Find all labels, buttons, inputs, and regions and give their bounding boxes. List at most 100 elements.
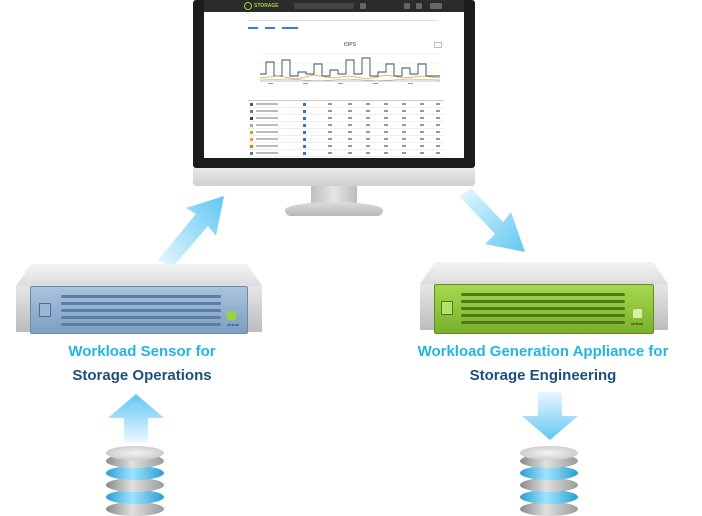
storage-database-icon-right xyxy=(520,446,578,516)
row-cell xyxy=(420,124,424,126)
row-cell xyxy=(384,152,388,154)
row-cell xyxy=(436,138,440,140)
metrics-table-row xyxy=(248,136,444,143)
chart-dropdown-icon xyxy=(434,42,442,48)
server-drive-bay-icon xyxy=(39,303,51,317)
row-cell xyxy=(402,131,406,133)
row-cell xyxy=(384,138,388,140)
row-color-swatch xyxy=(250,144,253,148)
metrics-table-row xyxy=(248,101,444,108)
row-cell xyxy=(402,110,406,112)
row-cell xyxy=(402,124,406,126)
row-color-swatch xyxy=(250,130,253,134)
row-name xyxy=(256,124,278,126)
workload-generation-appliance: virtual xyxy=(420,262,668,334)
server-rack-ear-right xyxy=(654,284,668,330)
row-cell xyxy=(366,152,370,154)
row-cell xyxy=(348,124,352,126)
row-cell xyxy=(384,117,388,119)
row-cell xyxy=(348,110,352,112)
server-brand: virtual xyxy=(631,321,644,326)
server-top-panel xyxy=(420,262,668,284)
row-cell xyxy=(366,145,370,147)
row-cell xyxy=(366,110,370,112)
row-cell xyxy=(436,152,440,154)
row-cell xyxy=(384,124,388,126)
row-cell xyxy=(348,131,352,133)
row-cell xyxy=(436,110,440,112)
row-cell xyxy=(436,103,440,105)
server-rack-ear-right xyxy=(248,286,262,332)
sensor-caption: Workload Sensor for Storage Operations xyxy=(20,340,264,388)
row-cell xyxy=(402,138,406,140)
row-cell xyxy=(420,145,424,147)
generator-caption-line2: Storage Engineering xyxy=(469,367,617,384)
row-name xyxy=(256,117,278,119)
app-menu-icon xyxy=(430,3,442,9)
metrics-table-row xyxy=(248,157,444,158)
row-color-swatch xyxy=(250,151,253,155)
app-tabs xyxy=(248,26,298,30)
chart-x-ticks xyxy=(268,83,413,84)
monitor-stand xyxy=(285,202,383,216)
row-cell xyxy=(420,152,424,154)
chart-series-gray xyxy=(259,78,441,82)
row-checkbox-icon xyxy=(303,123,306,127)
sensor-caption-line1: Workload Sensor for xyxy=(68,343,216,360)
performance-chart xyxy=(259,53,441,84)
row-name xyxy=(256,110,278,112)
row-checkbox-icon xyxy=(303,116,306,120)
row-color-swatch xyxy=(250,102,253,106)
row-cell xyxy=(328,152,332,154)
row-checkbox-icon xyxy=(303,151,306,155)
app-breadcrumb-bar xyxy=(248,14,438,21)
row-cell xyxy=(402,117,406,119)
storage-database-icon-left xyxy=(106,446,164,516)
row-color-swatch xyxy=(250,116,253,120)
monitor-screen: STORAGE IOPS xyxy=(204,0,464,158)
metrics-table-row xyxy=(248,122,444,129)
server-brand: virtual xyxy=(227,322,240,327)
server-front-panel: virtual xyxy=(434,284,654,334)
row-cell xyxy=(436,117,440,119)
app-help-icon xyxy=(416,3,422,9)
row-cell xyxy=(436,124,440,126)
row-color-swatch xyxy=(250,123,253,127)
monitor-illustration: STORAGE IOPS xyxy=(193,0,475,222)
app-search-icon xyxy=(360,3,366,9)
row-cell xyxy=(402,103,406,105)
server-top-panel xyxy=(16,264,262,286)
row-cell xyxy=(328,124,332,126)
arrow-down-right-icon xyxy=(459,188,525,252)
row-cell xyxy=(402,145,406,147)
generator-caption: Workload Generation Appliance for Storag… xyxy=(390,340,696,388)
row-cell xyxy=(348,138,352,140)
server-front-panel: virtual xyxy=(30,286,248,334)
app-user-icon xyxy=(404,3,410,9)
row-cell xyxy=(328,103,332,105)
row-cell xyxy=(328,145,332,147)
arrow-up-icon xyxy=(108,394,164,442)
row-cell xyxy=(436,145,440,147)
row-cell xyxy=(348,117,352,119)
row-cell xyxy=(366,124,370,126)
row-checkbox-icon xyxy=(303,102,306,106)
server-logo-icon xyxy=(227,311,236,320)
row-checkbox-icon xyxy=(303,130,306,134)
row-cell xyxy=(420,103,424,105)
row-cell xyxy=(384,145,388,147)
app-logo-text: STORAGE xyxy=(254,3,279,9)
app-logo-icon xyxy=(244,2,252,10)
row-name xyxy=(256,103,278,105)
row-cell xyxy=(348,152,352,154)
row-cell xyxy=(420,117,424,119)
metrics-table-row xyxy=(248,108,444,115)
app-topbar: STORAGE xyxy=(204,0,464,12)
app-search-bar xyxy=(294,3,354,9)
row-cell xyxy=(328,110,332,112)
metrics-table xyxy=(248,92,444,158)
row-cell xyxy=(366,103,370,105)
row-name xyxy=(256,152,278,154)
row-cell xyxy=(436,131,440,133)
chart-series-dark xyxy=(260,57,440,77)
